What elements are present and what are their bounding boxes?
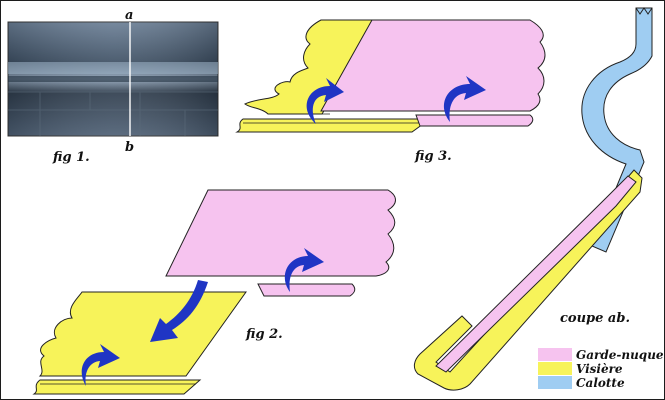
garde-nuque-section [435, 175, 637, 373]
fig3-label: fig 3. [414, 149, 452, 164]
fig3-visiere-strip [235, 118, 432, 133]
fig1-label: fig 1. [52, 150, 90, 165]
legend-label-garde-nuque: Garde-nuque [576, 348, 664, 362]
legend-label-calotte: Calotte [576, 376, 625, 390]
legend-swatch-garde-nuque [538, 348, 572, 361]
label-a: a [125, 8, 133, 23]
fig2-visiere [38, 291, 247, 377]
fig3-fold-arrow-right [443, 76, 486, 122]
fig3-visiere-back [244, 19, 381, 115]
cross-section [413, 7, 653, 391]
legend-label-visiere: Visière [576, 362, 623, 376]
fig3-garde-nuque-strip [415, 114, 534, 127]
section-label: coupe ab. [560, 311, 630, 326]
fig3-fold-arrow-left [306, 78, 344, 124]
legend: Garde-nuque Visière Calotte [538, 348, 664, 390]
fig3-garde-nuque [320, 19, 546, 112]
fig2-garde-nuque-strip [257, 283, 356, 297]
fig1-photo [7, 21, 219, 137]
fig2-fold-arrow-lower [81, 344, 120, 386]
label-b: b [125, 140, 134, 155]
fig2-fold-arrow-upper [284, 248, 324, 292]
fig2-label: fig 2. [245, 327, 283, 342]
legend-swatch-calotte [538, 376, 572, 389]
fig3-illustration [235, 19, 546, 133]
calotte-section [581, 7, 653, 253]
fig2-visiere-strip [32, 379, 202, 395]
fig2-assembly-arrow [150, 280, 208, 342]
legend-swatch-visiere [538, 362, 572, 375]
fig2-garde-nuque [165, 189, 396, 277]
